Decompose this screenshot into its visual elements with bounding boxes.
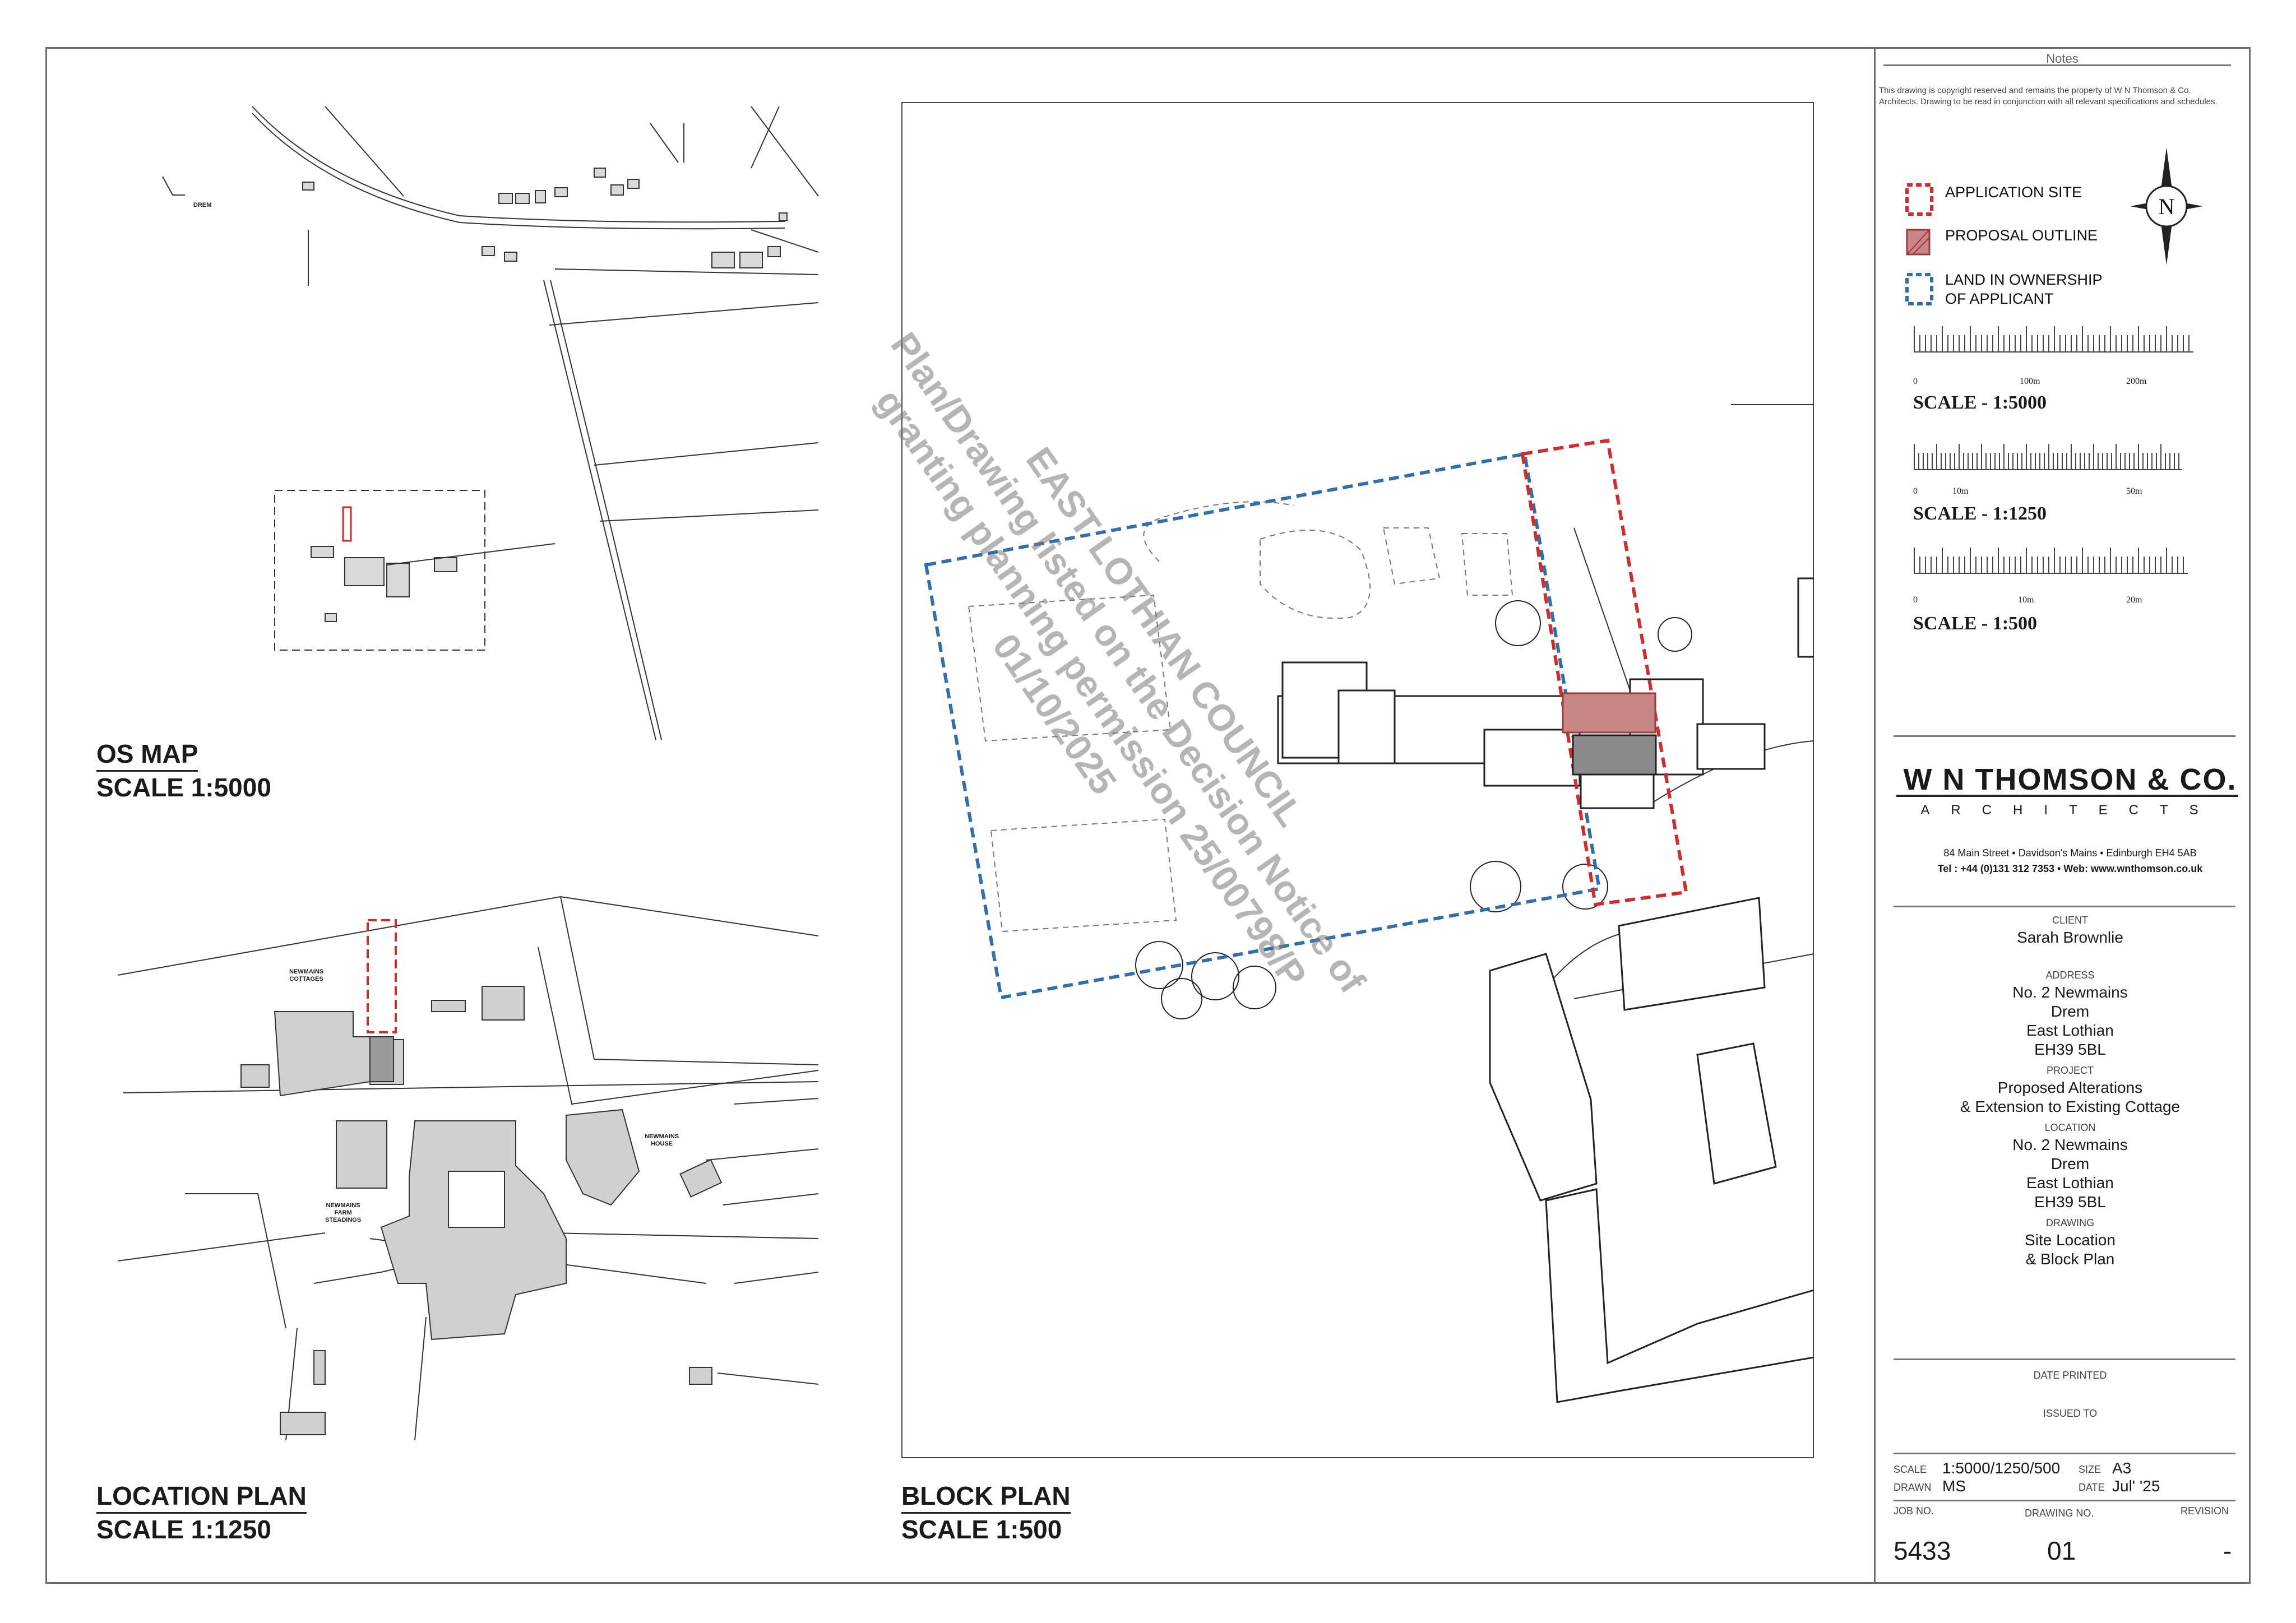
- address-line-4: EH39 5BL: [2034, 1041, 2106, 1058]
- drawing-no-label: Drawing No.: [2025, 1508, 2094, 1519]
- size-field-label: Size: [2079, 1464, 2101, 1475]
- scale-1250-label: SCALE - 1:1250: [1913, 503, 2047, 524]
- scale-1250-tick-0: 0: [1913, 486, 1918, 496]
- svg-text:N: N: [2159, 194, 2175, 219]
- notes-text: This drawing is copyright reserved and r…: [1879, 86, 2218, 106]
- block-plan: [924, 404, 1814, 1403]
- issued-to-label: Issued to: [2043, 1408, 2098, 1419]
- notes-title: Notes: [2046, 52, 2079, 66]
- legend-application-site: APPLICATION SITE: [1945, 184, 2082, 201]
- scale-5000-tick-1: 100m: [2020, 377, 2040, 386]
- block-plan-scale: SCALE 1:500: [901, 1515, 1062, 1544]
- scale-500-tick-2: 20m: [2126, 595, 2142, 605]
- block-plan-frame: [901, 102, 1814, 1458]
- address-line-2: Drem: [2050, 1003, 2090, 1020]
- location-line-3: East Lothian: [2026, 1174, 2114, 1191]
- legend-land-ownership-2: OF APPLICANT: [1945, 290, 2054, 307]
- scale-rule: [1894, 1453, 2235, 1454]
- notes-rule: [1883, 64, 2231, 66]
- scale-5000-label: SCALE - 1:5000: [1913, 392, 2047, 413]
- newmains-house-label-1: NEWMAINS: [645, 1133, 679, 1140]
- os-map: [162, 106, 819, 740]
- scale-500-label: SCALE - 1:500: [1913, 613, 2038, 634]
- farm-label-1: NEWMAINS: [326, 1202, 360, 1209]
- location-plan: [117, 896, 819, 1440]
- project-line-2: & Extension to Existing Cottage: [1960, 1098, 2181, 1115]
- date-rule: [1894, 1358, 2235, 1360]
- address-line-1: No. 2 Newmains: [2012, 984, 2128, 1001]
- address-label: Address: [2045, 970, 2095, 981]
- project-label: Project: [2046, 1065, 2094, 1076]
- firm-rule-top: [1894, 735, 2235, 737]
- revision-label: Revision: [2181, 1505, 2229, 1517]
- newmains-cottages-label-1: NEWMAINS: [289, 968, 324, 975]
- scale-bar-500: [1914, 548, 2188, 574]
- legend-proposal-outline: PROPOSAL OUTLINE: [1945, 227, 2098, 244]
- scale-500-tick-1: 10m: [2018, 595, 2034, 605]
- date-printed-label: Date Printed: [2033, 1370, 2107, 1381]
- firm-rule: [1896, 795, 2238, 797]
- location-line-1: No. 2 Newmains: [2012, 1136, 2128, 1153]
- drawing-no-value: 01: [2047, 1536, 2076, 1565]
- size-field-value: A3: [2112, 1459, 2132, 1477]
- job-no-label: Job No.: [1894, 1505, 1934, 1517]
- title-block: [1874, 47, 2251, 1584]
- scale-500-tick-0: 0: [1913, 595, 1918, 605]
- client-label: Client: [2052, 915, 2088, 926]
- legend-swatches: [1905, 183, 1933, 305]
- firm-type: ARCHITECTS: [1920, 803, 2220, 818]
- location-line-2: Drem: [2050, 1155, 2090, 1172]
- drawing-label: Drawing: [2045, 1217, 2095, 1228]
- job-no-value: 5433: [1894, 1536, 1951, 1565]
- drawn-field-value: MS: [1942, 1477, 1966, 1495]
- newmains-cottages-label-2: COTTAGES: [289, 976, 323, 982]
- location-plan-title: LOCATION PLAN: [96, 1481, 307, 1514]
- firm-contact: Tel : +44 (0)131 312 7353 • Web: www.wnt…: [1937, 863, 2203, 874]
- project-line-1: Proposed Alterations: [1997, 1079, 2143, 1096]
- drawing-line-2: & Block Plan: [2025, 1250, 2115, 1268]
- legend-land-ownership-1: LAND IN OWNERSHIP: [1945, 271, 2103, 288]
- drawing-frame: [45, 47, 2251, 1584]
- address-line-3: East Lothian: [2026, 1022, 2114, 1039]
- scale-bar-1250: [1914, 444, 2182, 470]
- scale-field-label: Scale: [1894, 1464, 1927, 1475]
- drawing-line-1: Site Location: [2025, 1231, 2116, 1249]
- location-plan-scale: SCALE 1:1250: [96, 1515, 271, 1544]
- date-field-label: Date: [2079, 1482, 2105, 1493]
- os-map-title: OS MAP: [96, 739, 198, 772]
- drem-label: DREM: [193, 202, 212, 208]
- scale-field-value: 1:5000/1250/500: [1942, 1459, 2061, 1477]
- scale-5000-tick-0: 0: [1913, 377, 1918, 386]
- job-rule: [1894, 1500, 2235, 1501]
- farm-label-2: FARM: [334, 1209, 352, 1216]
- block-plan-title: BLOCK PLAN: [901, 1481, 1071, 1514]
- date-field-value: Jul' '25: [2112, 1477, 2160, 1495]
- newmains-house-label-2: HOUSE: [650, 1140, 673, 1147]
- scale-1250-tick-2: 50m: [2126, 486, 2142, 496]
- location-label: Location: [2044, 1122, 2096, 1133]
- drawn-field-label: Drawn: [1894, 1482, 1932, 1493]
- client-value: Sarah Brownlie: [2017, 929, 2123, 946]
- location-line-4: EH39 5BL: [2034, 1193, 2106, 1211]
- farm-label-3: STEADINGS: [325, 1217, 362, 1223]
- scale-5000-tick-2: 200m: [2126, 377, 2147, 386]
- firm-name: W N THOMSON & CO.: [1903, 763, 2237, 796]
- scale-bar-5000: [1914, 326, 2193, 353]
- client-rule: [1894, 906, 2235, 907]
- firm-address: 84 Main Street • Davidson's Mains • Edin…: [1943, 847, 2197, 859]
- os-map-scale: SCALE 1:5000: [96, 773, 271, 802]
- scale-1250-tick-1: 10m: [1952, 486, 1969, 496]
- north-arrow-icon: N: [2130, 147, 2203, 265]
- revision-value: -: [2223, 1536, 2232, 1565]
